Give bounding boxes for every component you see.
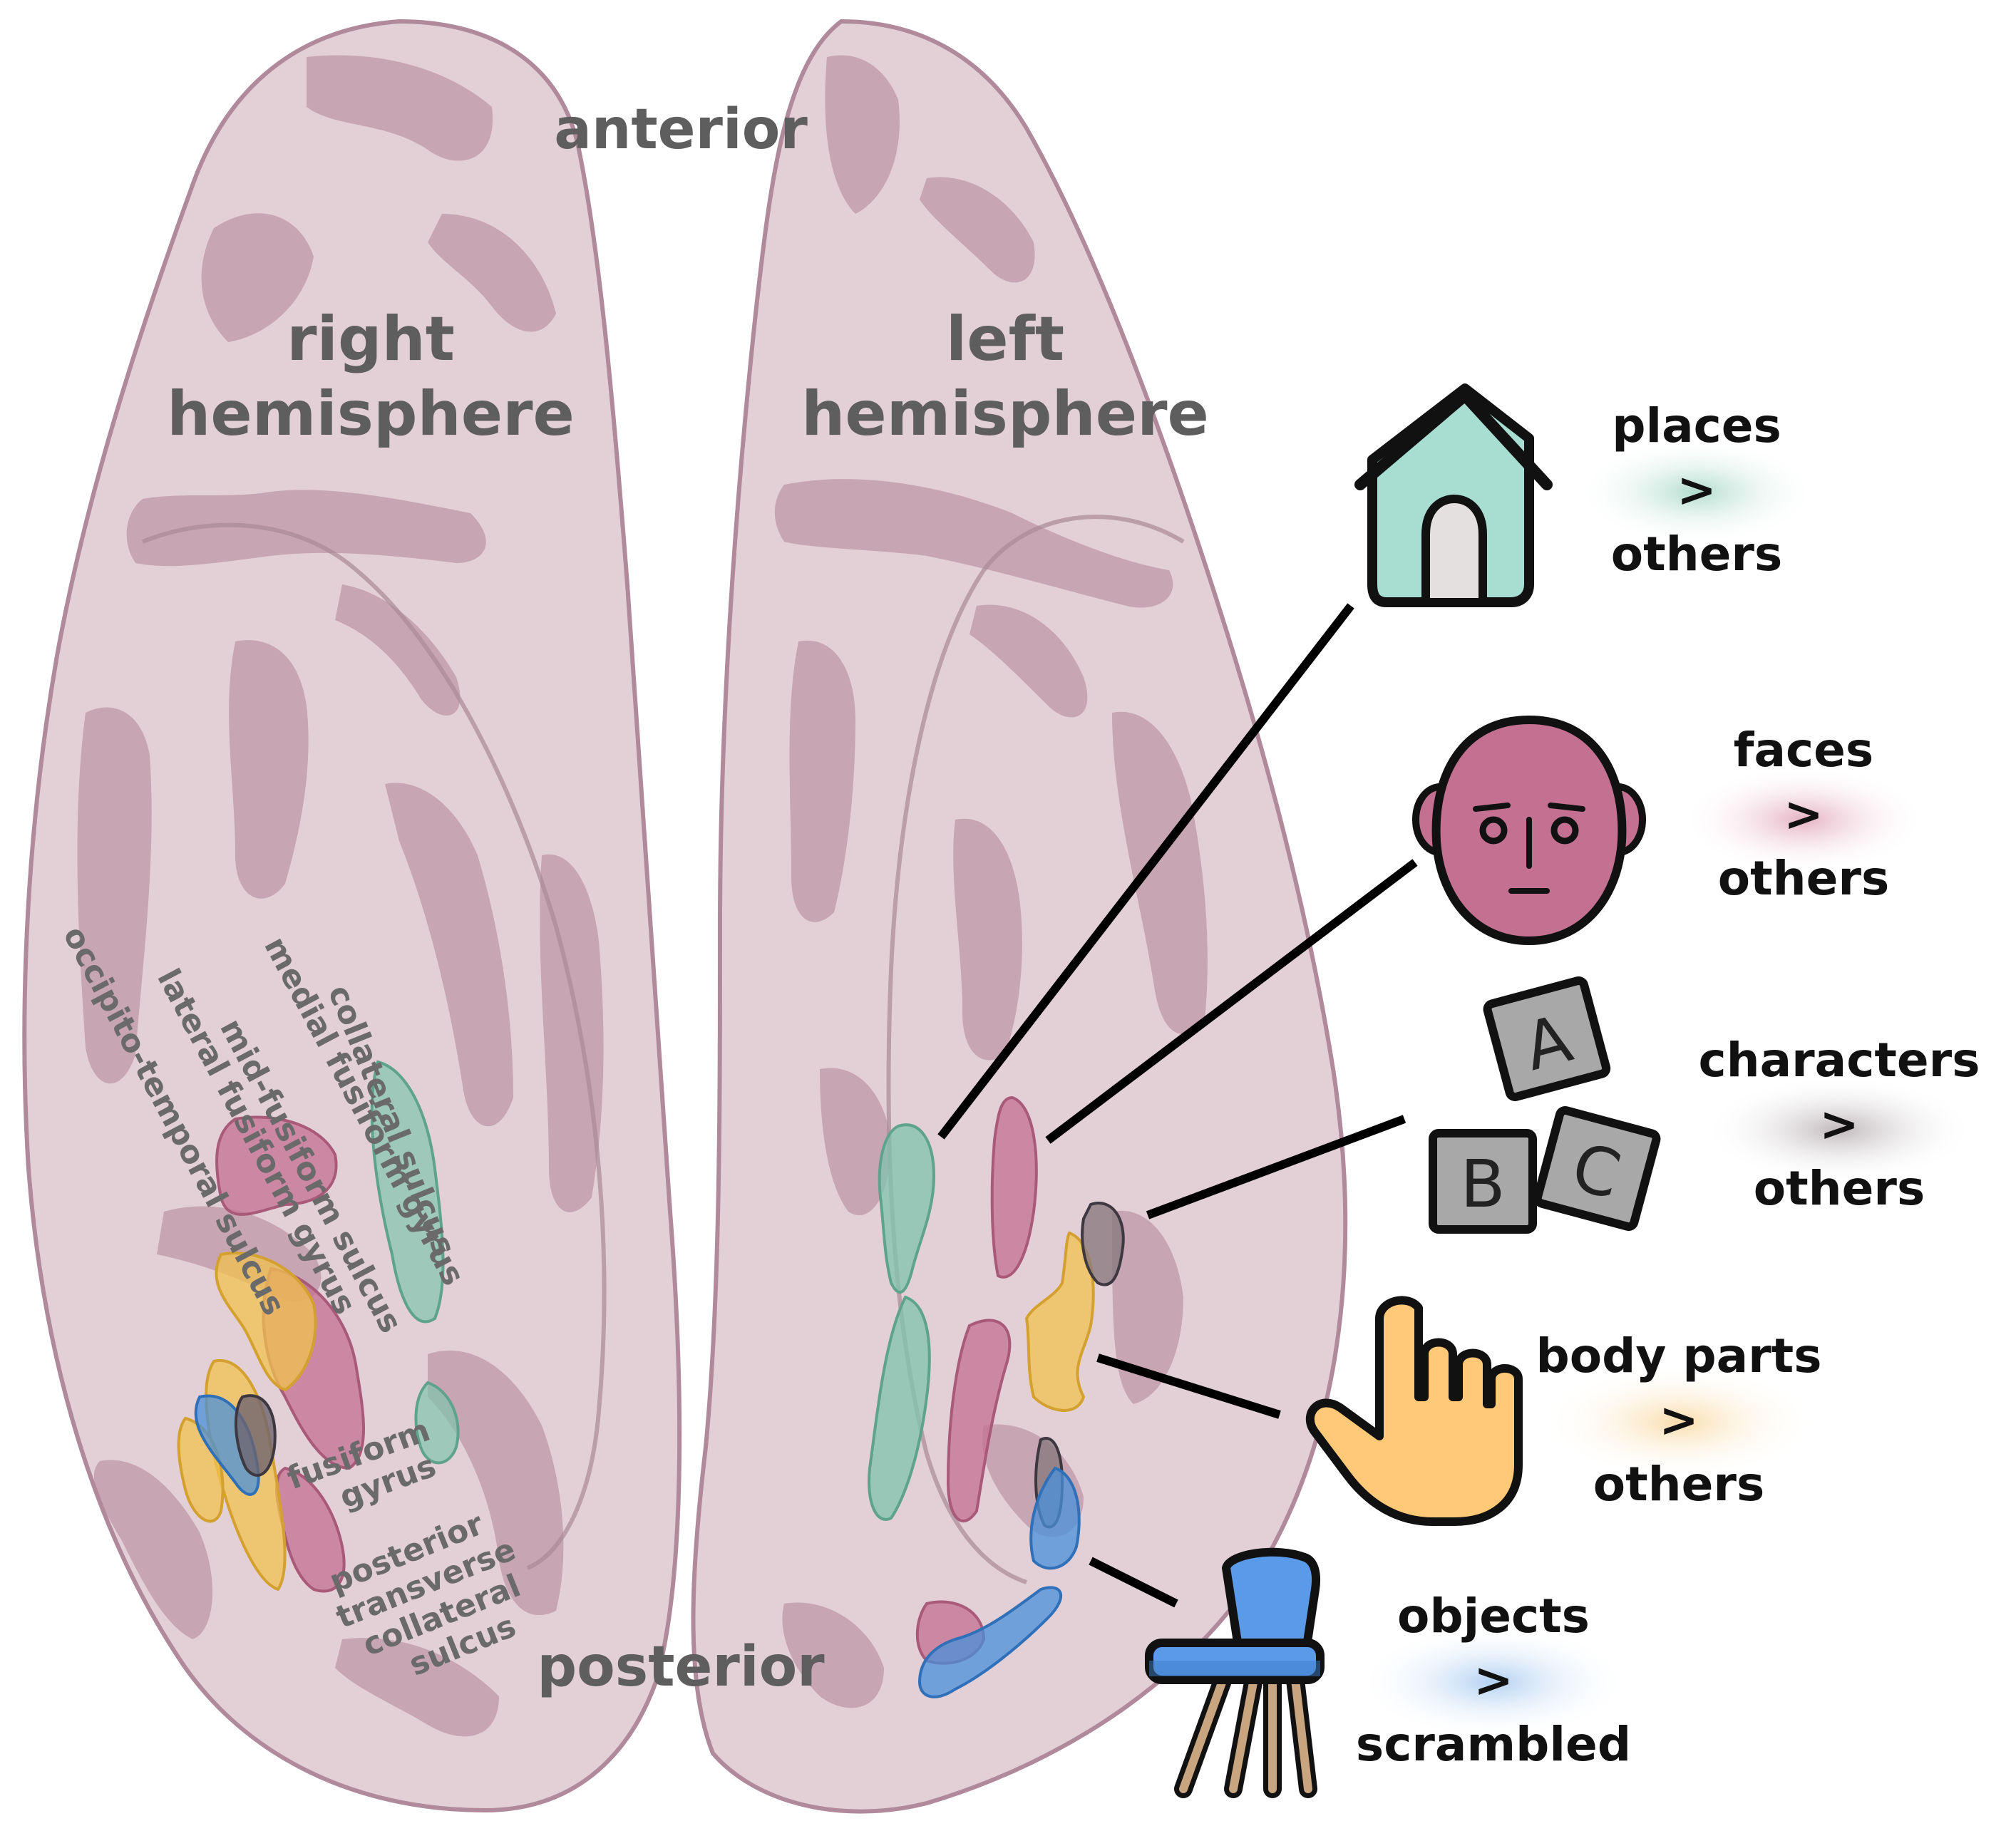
left-sulcus	[774, 479, 1173, 608]
right-sulcus	[428, 1350, 564, 1616]
connector-faces	[1045, 859, 1418, 1144]
block-b: B	[1429, 1129, 1537, 1234]
right-sulcus	[335, 1638, 499, 1737]
left-sulcus	[920, 177, 1035, 283]
left-medial-contour	[886, 515, 1185, 1584]
places-label-line3: others	[1611, 527, 1782, 582]
connector-places	[937, 603, 1354, 1140]
category-places: places > others	[1575, 398, 1818, 582]
left-sulcus	[782, 1602, 884, 1708]
right-sulcus	[201, 213, 314, 342]
left-roi-objects-1	[1029, 1466, 1081, 1570]
body-parts-label-line3: others	[1593, 1457, 1764, 1512]
characters-label-line2: >	[1819, 1097, 1858, 1152]
left-sulcus	[970, 604, 1088, 718]
block-a: A	[1483, 976, 1611, 1102]
characters-label-line3: others	[1754, 1161, 1925, 1216]
right-sulcus	[385, 783, 513, 1127]
left-hemisphere-border	[691, 19, 1348, 1814]
right-roi-faces-1	[215, 1115, 338, 1216]
faces-label-line2: >	[1784, 787, 1823, 842]
posterior-label: posterior	[537, 1635, 825, 1699]
right-sulcus	[335, 584, 461, 716]
chair-icon	[1145, 1547, 1325, 1798]
right-hemisphere	[22, 19, 682, 1813]
right-hemisphere-label-line2: hemisphere	[167, 378, 575, 450]
category-faces: faces > others	[1682, 723, 1925, 906]
right-sulcus	[77, 707, 152, 1084]
objects-label-line3: scrambled	[1356, 1717, 1631, 1772]
left-sulcus	[1112, 1210, 1183, 1404]
category-objects: objects > scrambled	[1356, 1589, 1631, 1772]
svg-text:B: B	[1460, 1146, 1505, 1222]
characters-label-line1: characters	[1698, 1033, 1980, 1088]
left-hemisphere	[691, 19, 1348, 1814]
pointing-hand-icon	[1305, 1296, 1523, 1526]
right-sulcus	[126, 490, 486, 567]
category-characters: characters > others	[1698, 1033, 1980, 1216]
left-roi-places-1	[878, 1123, 936, 1294]
right-roi-places-2	[414, 1381, 460, 1465]
left-roi-faces-2	[946, 1319, 1012, 1522]
anterior-label: anterior	[554, 98, 808, 162]
letter-blocks-icon: A B C	[1429, 976, 1661, 1234]
left-roi-characters-1	[1081, 1202, 1125, 1286]
left-sulcus	[820, 1068, 891, 1216]
right-sulcus	[229, 640, 309, 899]
left-sulcus	[953, 818, 1022, 1061]
house-icon	[1354, 383, 1553, 607]
faces-label-line3: others	[1718, 851, 1889, 906]
connector-objects	[1089, 1557, 1178, 1608]
body-parts-label-line1: body parts	[1536, 1329, 1822, 1383]
posterior-transverse-collateral-sulcus-label: posterior transverse collateral sulcus	[324, 1506, 525, 1683]
right-hemisphere-outline	[24, 21, 680, 1810]
left-sulcus	[1112, 711, 1208, 1034]
places-label-line2: >	[1677, 463, 1716, 517]
block-c: C	[1533, 1105, 1661, 1232]
right-roi-characters-1	[235, 1394, 277, 1477]
left-sulcus	[789, 640, 855, 922]
right-sulcus	[93, 1460, 213, 1639]
right-sulcus	[540, 854, 604, 1212]
left-roi-faces-1	[990, 1095, 1038, 1279]
right-hemisphere-label-line1: right	[287, 304, 455, 375]
left-roi-bodyparts-1	[1024, 1231, 1095, 1412]
right-hemisphere-border	[22, 19, 682, 1813]
connector-body-parts	[1096, 1353, 1281, 1419]
body-parts-label-line2: >	[1659, 1393, 1698, 1448]
right-sulcus	[307, 55, 493, 161]
left-roi-places-2	[868, 1295, 931, 1521]
right-medial-contour	[141, 522, 607, 1570]
left-sulcus	[825, 55, 900, 214]
faces-label-line1: faces	[1734, 723, 1873, 778]
connector-characters	[1146, 1115, 1406, 1219]
places-label-line1: places	[1612, 398, 1781, 453]
left-hemisphere-label-line1: left	[946, 304, 1064, 375]
objects-label-line1: objects	[1397, 1589, 1590, 1644]
category-body-parts: body parts > others	[1536, 1329, 1822, 1512]
right-roi-bodyparts-1	[215, 1252, 317, 1392]
face-icon	[1412, 715, 1646, 946]
objects-label-line2: >	[1474, 1653, 1513, 1708]
left-roi-objects-2	[917, 1586, 1063, 1698]
right-roi-places-1	[370, 1060, 445, 1324]
left-hemisphere-label-line2: hemisphere	[801, 378, 1209, 450]
right-sulcus	[428, 214, 556, 332]
